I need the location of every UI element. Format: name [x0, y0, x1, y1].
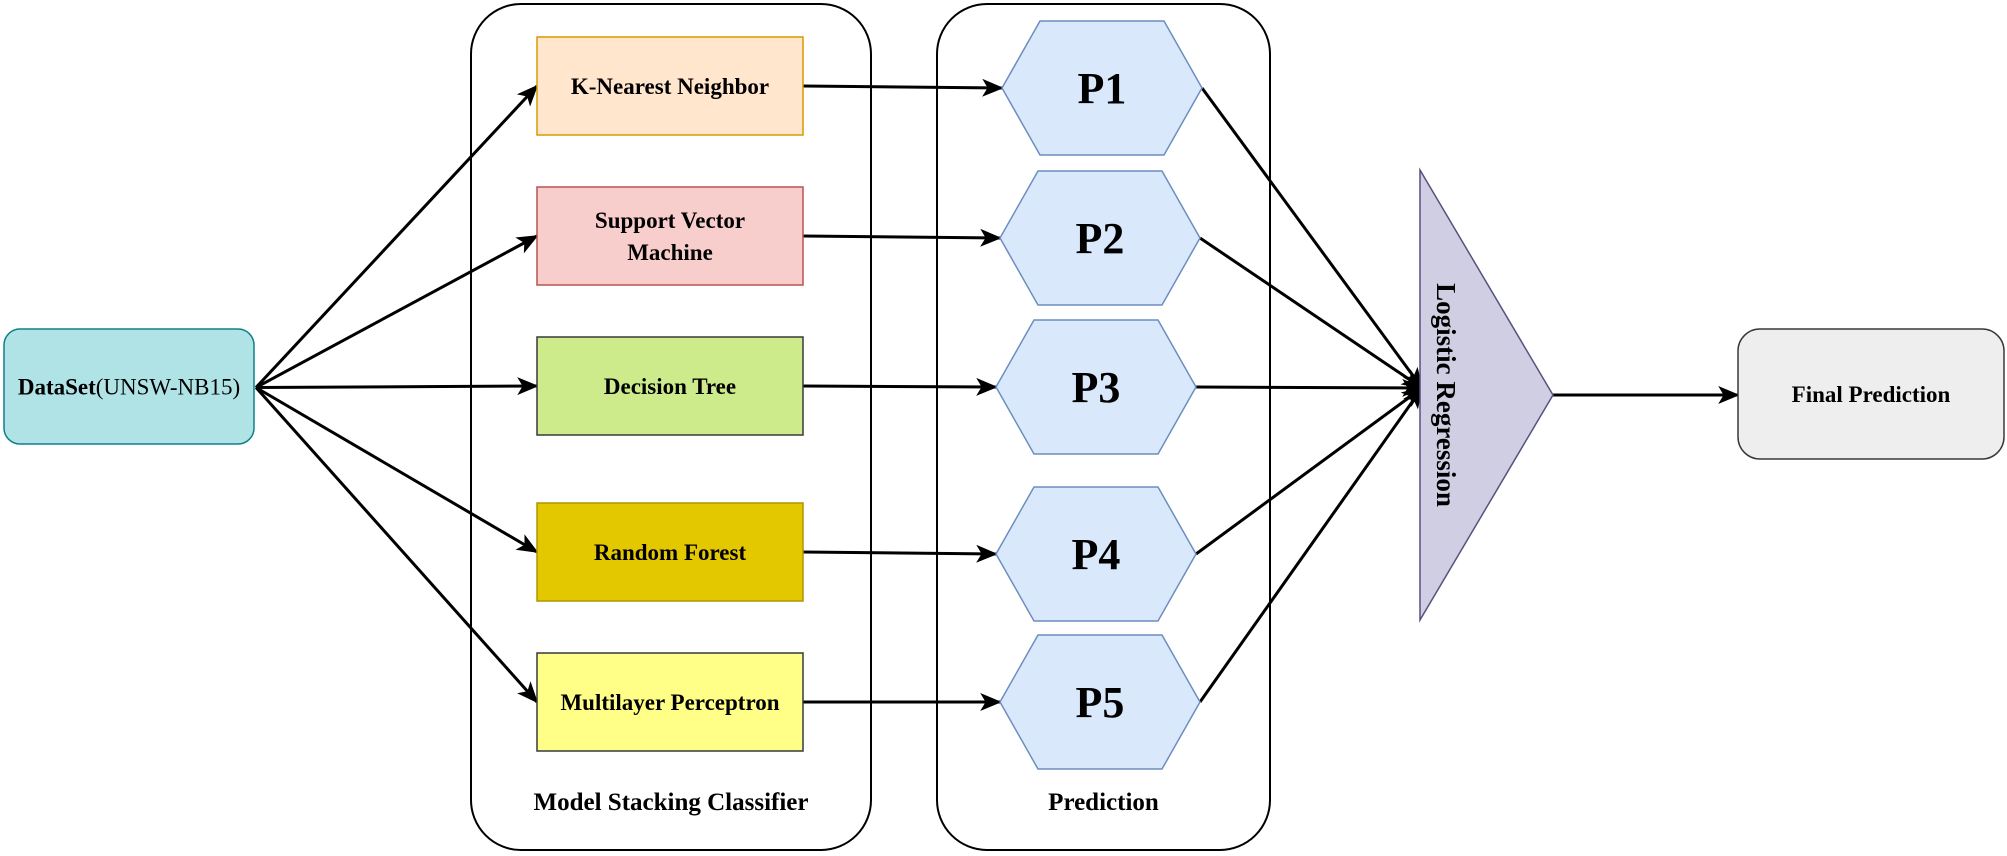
edge-dataset-to-model-5: [254, 386, 539, 704]
model-node-1: K-Nearest Neighbor: [536, 36, 804, 136]
edge-dataset-to-model-4: [255, 386, 539, 554]
model-label-2-line-2: Machine: [627, 240, 713, 265]
dataset-label-suffix: (UNSW-NB15): [96, 375, 240, 400]
model-label-2-line-1: Support Vector: [595, 208, 745, 233]
prediction-node-p5: P5: [999, 634, 1201, 770]
prediction-node-p3: P3: [995, 319, 1197, 455]
final-prediction-node: Final Prediction: [1737, 328, 2005, 460]
prediction-group-label: Prediction: [1048, 789, 1159, 816]
prediction-node-p2: P2: [999, 170, 1201, 306]
prediction-node-p1: P1: [1001, 20, 1203, 156]
edge-model-to-p3: [802, 377, 998, 396]
dataset-label: DataSet(UNSW-NB15): [18, 375, 240, 400]
edge-dataset-to-model-3: [255, 377, 539, 396]
edge-p2-to-meta: [1199, 236, 1424, 390]
model-label-1: K-Nearest Neighbor: [571, 74, 769, 99]
model-label-5: Multilayer Perceptron: [560, 690, 779, 715]
model-label-4: Random Forest: [594, 540, 747, 565]
edge-model-to-p2: [802, 228, 1002, 247]
prediction-label-p5: P5: [1076, 678, 1125, 727]
logistic-regression-node: Logistic Regression: [1419, 167, 1554, 623]
model-stacking-group-label: Model Stacking Classifier: [534, 789, 809, 816]
edge-p4-to-meta: [1195, 386, 1424, 556]
dataset-label-bold: DataSet: [18, 375, 96, 400]
dataset-node: DataSet(UNSW-NB15): [3, 328, 255, 445]
model-node-4: Random Forest: [536, 502, 804, 602]
prediction-label-p4: P4: [1072, 530, 1121, 579]
edge-p1-to-meta: [1200, 87, 1424, 390]
prediction-label-p2: P2: [1076, 214, 1125, 263]
edge-model-to-p4: [802, 544, 998, 563]
prediction-node-p4: P4: [995, 486, 1197, 622]
edge-dataset-to-model-2: [255, 234, 539, 389]
edge-model-to-p1: [802, 78, 1004, 97]
model-label-3: Decision Tree: [604, 374, 736, 399]
model-node-3: Decision Tree: [536, 336, 804, 436]
prediction-label-p3: P3: [1072, 363, 1121, 412]
model-node-5: Multilayer Perceptron: [536, 652, 804, 752]
edge-p5-to-meta: [1198, 386, 1424, 703]
logistic-regression-label: Logistic Regression: [1431, 283, 1461, 507]
edge-p3-to-meta: [1195, 378, 1424, 397]
prediction-label-p1: P1: [1078, 64, 1127, 113]
edge-dataset-to-model-1: [254, 84, 539, 389]
final-prediction-label: Final Prediction: [1792, 382, 1951, 407]
